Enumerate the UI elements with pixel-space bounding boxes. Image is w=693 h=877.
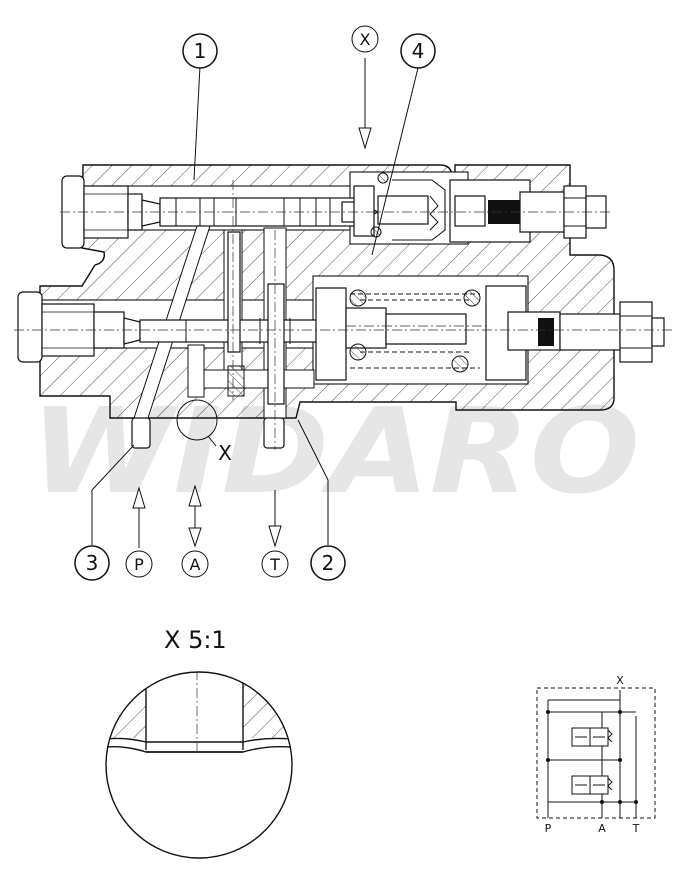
schematic-a-label: A — [598, 822, 606, 835]
port-a-label: A — [190, 555, 201, 574]
callout-2-label: 2 — [322, 551, 335, 575]
detail-view — [105, 671, 293, 859]
detail-title: X 5:1 — [164, 626, 227, 654]
callout-1: 1 — [182, 33, 218, 181]
callout-4: 4 — [371, 33, 436, 256]
port-p: P — [125, 486, 153, 578]
callout-2: 2 — [297, 419, 346, 581]
hydraulic-schematic: X P A T — [536, 674, 656, 835]
callout-3-label: 3 — [86, 551, 99, 575]
valve-body — [14, 164, 672, 450]
port-t: T — [261, 490, 289, 578]
schematic-t-label: T — [632, 822, 640, 835]
port-x-top: X — [351, 25, 379, 150]
detail-marker: X — [176, 399, 232, 465]
port-x-top-label: X — [360, 30, 371, 49]
port-a: A — [181, 484, 209, 578]
callout-1-label: 1 — [194, 39, 207, 63]
port-p-label: P — [134, 555, 144, 574]
schematic-p-label: P — [545, 822, 552, 835]
detail-marker-label: X — [218, 441, 232, 465]
callout-4-label: 4 — [412, 39, 425, 63]
callout-3: 3 — [74, 444, 135, 581]
port-t-label: T — [269, 555, 280, 574]
schematic-x-label: X — [616, 674, 624, 687]
